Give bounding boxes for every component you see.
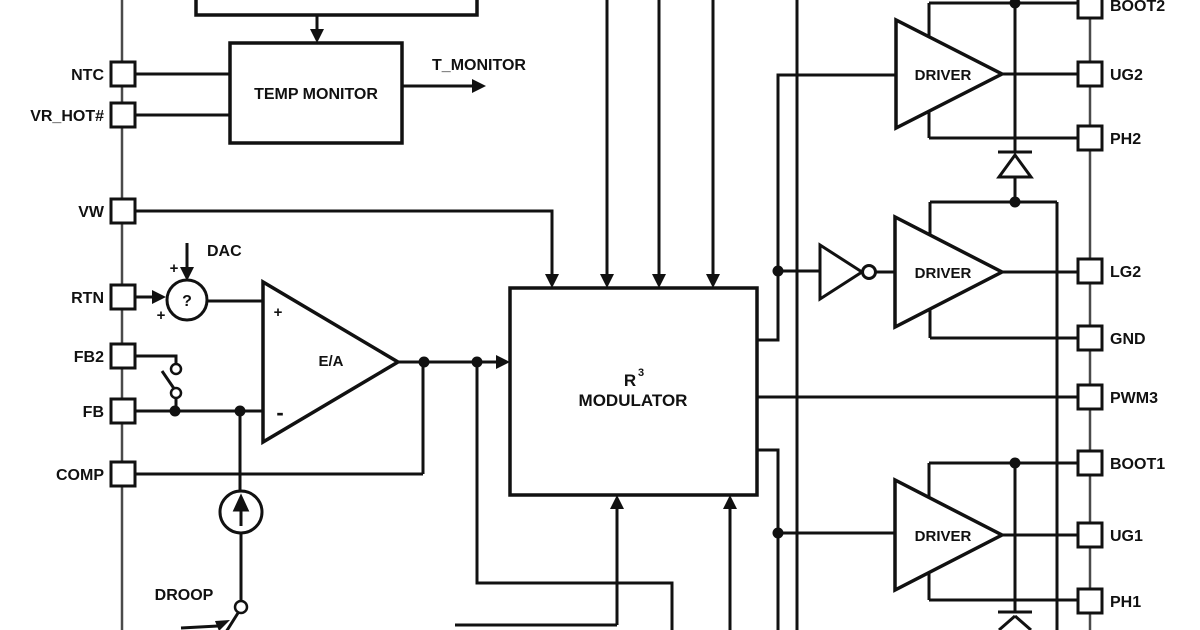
pin-label-lg2: LG2 [1110, 264, 1141, 281]
pin-label-boot1: BOOT1 [1110, 456, 1165, 473]
modulator-label-sup: 3 [638, 367, 644, 379]
inverter-bubble [861, 264, 877, 280]
pin-label-ug1: UG1 [1110, 528, 1143, 545]
inverter-triangle [818, 242, 865, 302]
pin-fb2 [109, 342, 137, 370]
pin-comp [109, 460, 137, 488]
pin-squares [109, 0, 1104, 615]
pin-label-ug2: UG2 [1110, 67, 1143, 84]
error-amp-triangle [261, 278, 402, 446]
pin-label-ntc: NTC [71, 67, 104, 84]
pin-boot2 [1076, 0, 1104, 20]
temp-monitor-label: TEMP MONITOR [254, 86, 378, 103]
pin-ntc [109, 60, 137, 88]
ea-minus-input: - [276, 400, 283, 425]
pin-label-fb2: FB2 [74, 349, 104, 366]
wires [135, 0, 1078, 630]
sum-symbol: ? [182, 293, 192, 310]
dac-label: DAC [207, 243, 242, 260]
top-clipped-block [194, 0, 479, 17]
r3-modulator-block [508, 286, 759, 497]
arrow-bottom2-into-modulator [723, 495, 737, 509]
pin-vw [109, 197, 137, 225]
arrow-into-temp-monitor [310, 29, 324, 43]
arrow-top3-into-modulator [652, 274, 666, 288]
arrow-droop-switch [215, 620, 230, 630]
driver-lg2-label: DRIVER [915, 265, 972, 282]
arrowheads [152, 29, 737, 630]
pin-label-gnd: GND [1110, 331, 1146, 348]
arrow-bottom1-into-modulator [610, 495, 624, 509]
labels: NTC VR_HOT# VW RTN FB2 FB COMP BOOT2 UG2… [30, 0, 1165, 611]
t-monitor-label: T_MONITOR [432, 57, 526, 74]
pin-ph2 [1076, 124, 1104, 152]
pin-gnd [1076, 324, 1104, 352]
pin-label-rtn: RTN [71, 290, 104, 307]
pin-label-vw: VW [78, 204, 105, 221]
driver-ug2-triangle [894, 17, 1006, 131]
driver-lg2-triangle [893, 214, 1006, 330]
pin-label-ph1: PH1 [1110, 594, 1141, 611]
arrow-t-monitor-out [472, 79, 486, 93]
pin-lg2 [1076, 257, 1104, 285]
droop-switch-contact [233, 599, 249, 615]
fb2-switch-contact-bottom [169, 386, 183, 400]
sum-plus-top: + [170, 260, 179, 277]
driver-ug1-triangle [893, 477, 1006, 593]
modulator-label-r: R [624, 371, 636, 390]
sum-plus-bottom: + [157, 307, 166, 324]
arrow-dac-into-sum [180, 267, 194, 281]
ea-plus-input: + [274, 304, 283, 321]
pin-boot1 [1076, 449, 1104, 477]
pin-label-ph2: PH2 [1110, 131, 1141, 148]
pin-pwm3 [1076, 383, 1104, 411]
arrow-vw-into-modulator [545, 274, 559, 288]
boot2-diode [996, 152, 1034, 179]
error-amp-label: E/A [318, 353, 343, 370]
pin-rtn [109, 283, 137, 311]
temp-monitor-block [228, 41, 404, 145]
pin-label-vr-hot: VR_HOT# [30, 108, 104, 125]
arrow-top4-into-modulator [706, 274, 720, 288]
pin-ph1 [1076, 587, 1104, 615]
pin-label-pwm3: PWM3 [1110, 390, 1158, 407]
pin-label-boot2: BOOT2 [1110, 0, 1165, 15]
pin-vr-hot [109, 101, 137, 129]
droop-label: DROOP [155, 587, 214, 604]
driver-ug2-label: DRIVER [915, 67, 972, 84]
fb2-switch-contact-top [169, 362, 183, 376]
wires-right-section [757, 0, 1078, 630]
wires-center-section [315, 0, 732, 630]
modulator-label-line2: MODULATOR [579, 391, 688, 410]
blocks [165, 0, 1034, 615]
pin-label-comp: COMP [56, 467, 104, 484]
arrow-ea-into-modulator [496, 355, 510, 369]
arrow-top2-into-modulator [600, 274, 614, 288]
current-source-arrow [232, 493, 250, 526]
pin-ug2 [1076, 60, 1104, 88]
pin-fb [109, 397, 137, 425]
junction-dots [169, 0, 1021, 539]
arrow-rtn-into-sum [152, 290, 166, 304]
pin-label-fb: FB [83, 404, 104, 421]
wires-left-section [135, 72, 554, 630]
driver-ug1-label: DRIVER [915, 528, 972, 545]
pin-ug1 [1076, 521, 1104, 549]
